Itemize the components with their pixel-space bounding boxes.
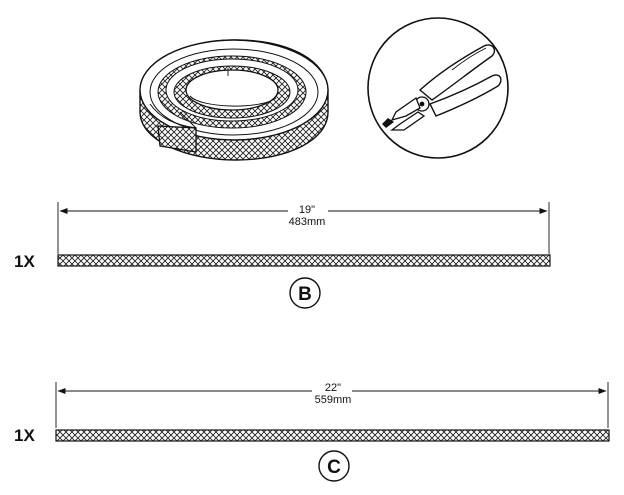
- tape-strip: [55, 429, 610, 442]
- part-badge: [318, 450, 350, 482]
- length-millimeters: 559mm: [315, 394, 352, 406]
- part-badge: [289, 277, 321, 309]
- part-letter: B: [298, 284, 312, 305]
- part-letter: C: [327, 457, 341, 478]
- side-cutter-pliers-icon: [367, 17, 509, 159]
- tape-roll-icon: [139, 39, 329, 161]
- quantity-label: 1X: [14, 252, 35, 271]
- part-b: 19" 483mm 1X B: [14, 202, 551, 309]
- tape-strip: [57, 254, 551, 267]
- length-inches: 19": [299, 204, 315, 216]
- quantity-label: 1X: [14, 426, 35, 445]
- length-millimeters: 483mm: [289, 216, 326, 228]
- part-c: 22" 559mm 1X C: [14, 381, 610, 482]
- length-inches: 22": [325, 382, 341, 394]
